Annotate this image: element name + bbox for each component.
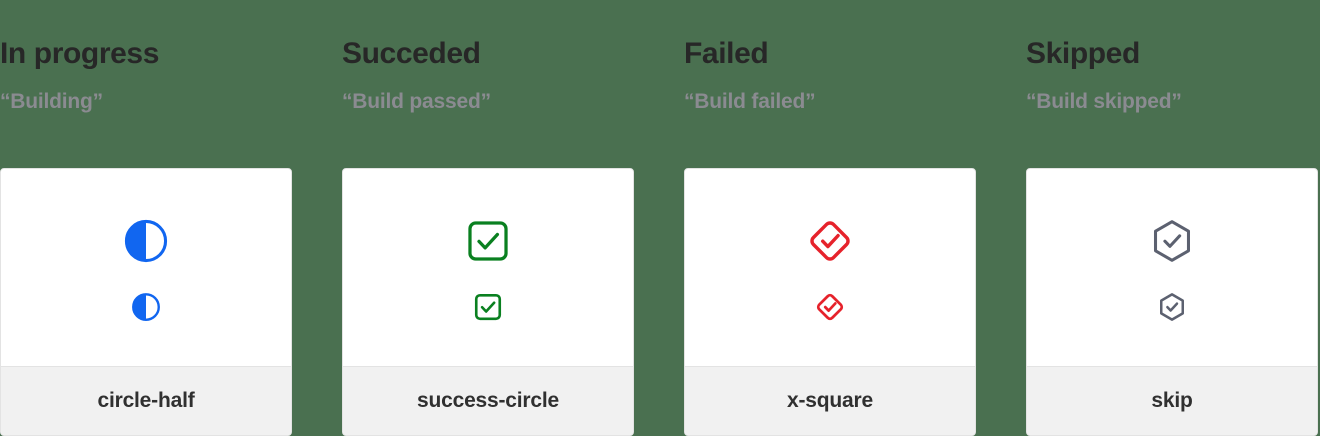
icon-card-label: x-square bbox=[787, 389, 873, 412]
status-column-failed: Failed “Build failed” x-square bbox=[684, 0, 976, 436]
column-title: Skipped bbox=[1026, 37, 1140, 70]
icon-card-skip[interactable]: skip bbox=[1026, 168, 1318, 436]
icon-card-label: success-circle bbox=[417, 389, 559, 412]
icon-card-body bbox=[685, 169, 975, 366]
icon-card-body bbox=[1, 169, 291, 366]
status-column-succeded: Succeded “Build passed” success-circle bbox=[342, 0, 634, 436]
icon-card-footer: x-square bbox=[685, 366, 975, 435]
icon-card-success-circle[interactable]: success-circle bbox=[342, 168, 634, 436]
x-square-icon-small bbox=[816, 293, 844, 320]
column-subtitle: “Build skipped” bbox=[1026, 90, 1182, 113]
column-subtitle: “Build failed” bbox=[684, 90, 816, 113]
column-subtitle: “Building” bbox=[0, 90, 103, 113]
column-title: In progress bbox=[0, 37, 159, 70]
success-circle-icon bbox=[468, 220, 508, 261]
status-column-skipped: Skipped “Build skipped” skip bbox=[1026, 0, 1318, 436]
icon-card-footer: circle-half bbox=[1, 366, 291, 435]
skip-icon bbox=[1153, 219, 1191, 262]
icon-card-body bbox=[1027, 169, 1317, 366]
circle-half-icon bbox=[124, 219, 168, 262]
success-circle-icon-small bbox=[474, 293, 502, 320]
circle-half-icon-small bbox=[132, 292, 160, 321]
column-subtitle: “Build passed” bbox=[342, 90, 491, 113]
icon-card-label: skip bbox=[1151, 389, 1193, 412]
column-title: Failed bbox=[684, 37, 769, 70]
column-title: Succeded bbox=[342, 37, 481, 70]
skip-icon-small bbox=[1160, 292, 1184, 321]
icon-card-circle-half[interactable]: circle-half bbox=[0, 168, 292, 436]
icon-card-footer: skip bbox=[1027, 366, 1317, 435]
icon-card-label: circle-half bbox=[97, 389, 195, 412]
icon-card-body bbox=[343, 169, 633, 366]
status-column-in-progress: In progress “Building” circle-half bbox=[0, 0, 292, 436]
icon-card-footer: success-circle bbox=[343, 366, 633, 435]
x-square-icon bbox=[810, 220, 850, 261]
icon-card-x-square[interactable]: x-square bbox=[684, 168, 976, 436]
